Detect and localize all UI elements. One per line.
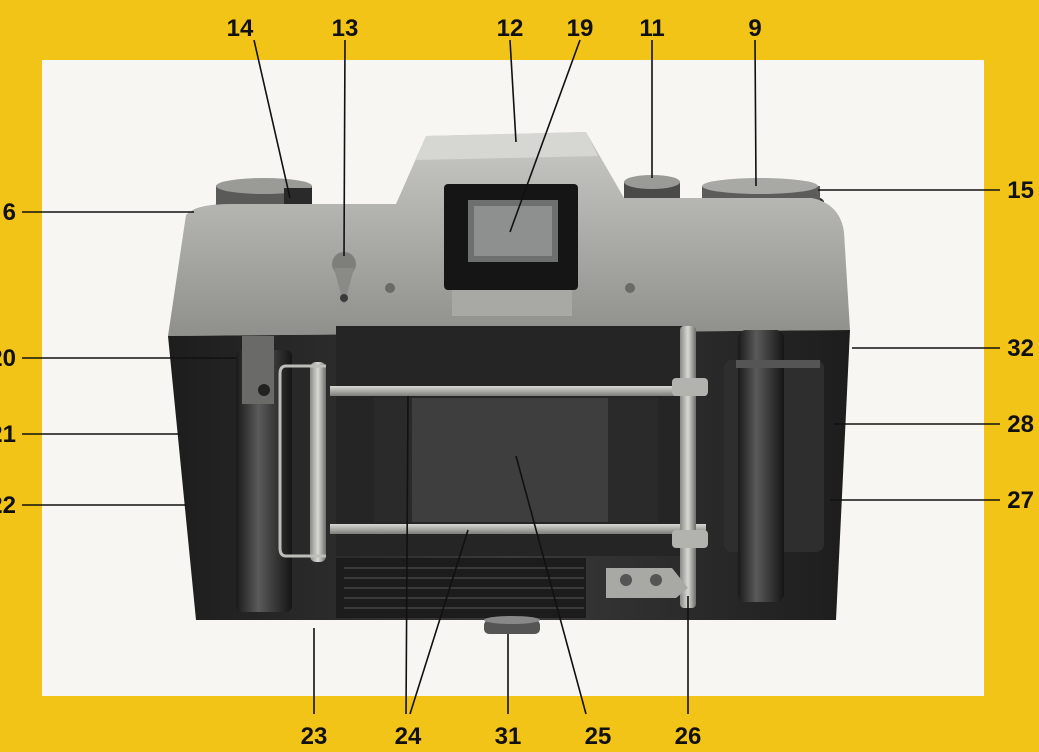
left-vertical-rail [310, 362, 326, 562]
callout-labels: 14 13 12 19 11 9 15 32 28 27 6 20 21 22 … [0, 15, 1034, 750]
label-12: 12 [497, 15, 524, 42]
tripod-socket [484, 620, 540, 634]
label-13: 13 [332, 15, 359, 42]
label-9: 9 [748, 15, 761, 42]
right-vertical-rail [680, 326, 696, 608]
label-28: 28 [1007, 411, 1034, 438]
lower-guide-rail [330, 524, 706, 534]
label-11: 11 [639, 15, 664, 42]
label-24: 24 [395, 723, 422, 750]
label-23: 23 [301, 723, 328, 750]
rewind-release-lever [332, 252, 356, 306]
film-window [412, 398, 608, 522]
shutter-button [624, 175, 680, 198]
label-21: 21 [0, 421, 16, 448]
label-14: 14 [227, 15, 254, 42]
label-6: 6 [3, 199, 16, 226]
cassette-chamber [236, 350, 292, 612]
label-25: 25 [585, 723, 612, 750]
leader-lines [22, 39, 1000, 715]
label-27: 27 [1007, 487, 1034, 514]
label-15: 15 [1007, 177, 1034, 204]
label-20: 20 [0, 345, 16, 372]
label-26: 26 [675, 723, 702, 750]
camera-body [168, 132, 850, 634]
upper-guide-rail [330, 386, 706, 396]
label-22: 22 [0, 492, 16, 519]
label-19: 19 [567, 15, 594, 42]
label-32: 32 [1007, 335, 1034, 362]
label-31: 31 [495, 723, 522, 750]
